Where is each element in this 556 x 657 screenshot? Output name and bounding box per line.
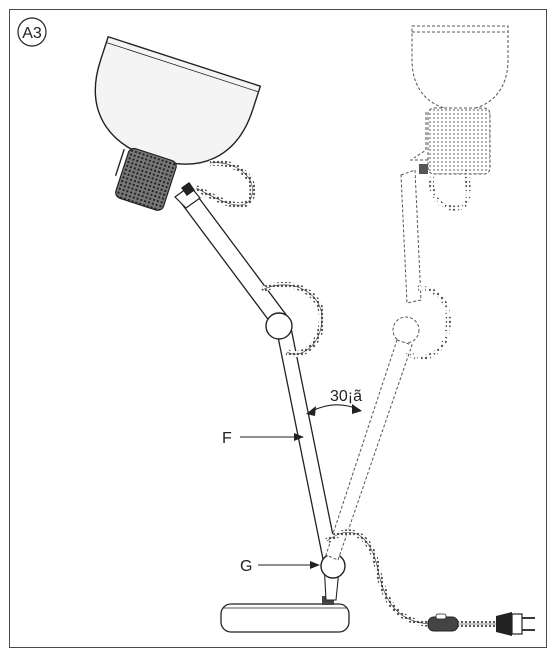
power-cord [325, 529, 502, 627]
ghost-cord-top [428, 169, 471, 211]
callout-g: G [240, 558, 320, 575]
joint-middle [265, 312, 293, 340]
diagram-frame [9, 9, 547, 648]
ghost-lamp [325, 25, 509, 561]
step-badge: A3 [17, 17, 47, 47]
step-badge-text: A3 [22, 25, 42, 42]
lamp-shade [94, 35, 262, 211]
lamp-base [220, 596, 350, 633]
arm-label-f: F [222, 430, 232, 447]
cord-switch [427, 613, 459, 632]
power-plug [496, 612, 535, 636]
ghost-clip [419, 164, 428, 174]
ghost-cord-loop [406, 285, 451, 361]
upper-arm [174, 182, 291, 331]
angle-label: 30¡ã [330, 388, 362, 405]
angle-indicator: 30¡ã [306, 388, 362, 416]
cord-top [194, 159, 256, 209]
callout-f: F [222, 430, 304, 447]
joint-label-g: G [240, 558, 252, 575]
